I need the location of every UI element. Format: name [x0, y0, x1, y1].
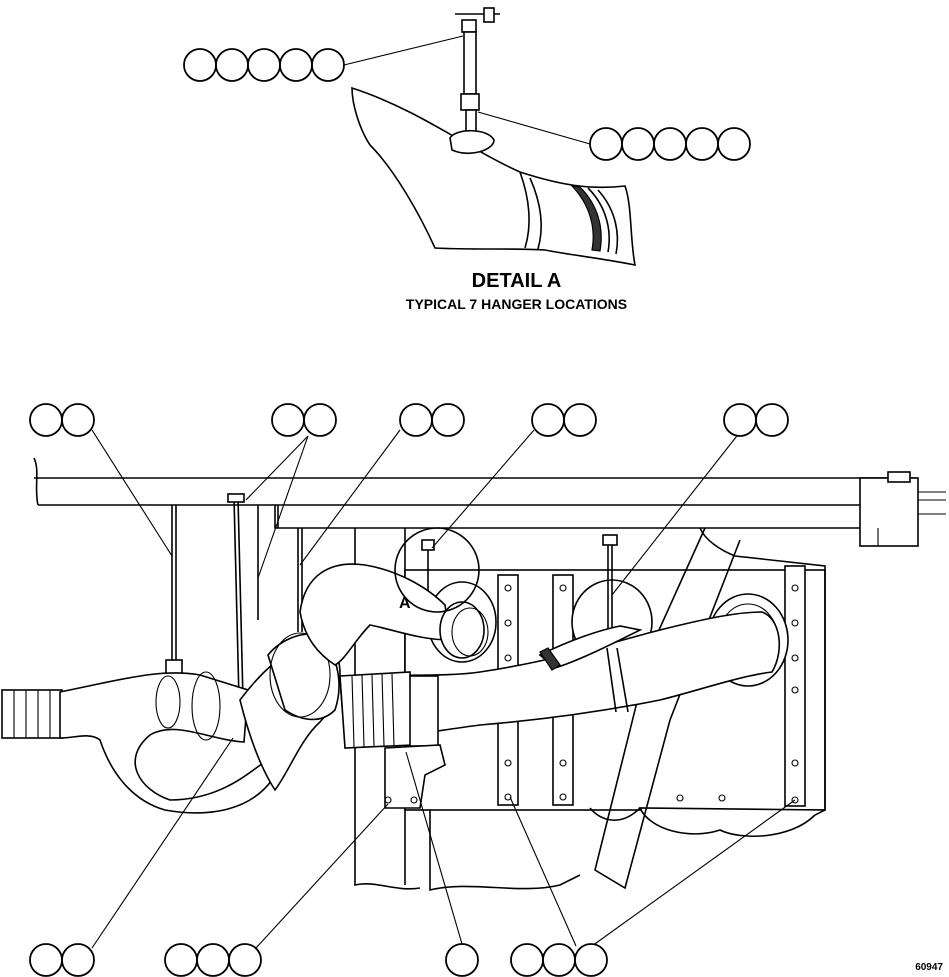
detail-hanger-top-nut	[461, 19, 477, 33]
detail-a-reference	[394, 527, 480, 613]
detail-leader-line	[343, 35, 464, 66]
detail-hanger-nut	[483, 7, 495, 23]
detail-pipe-ring	[519, 171, 530, 249]
detail-hanger-turnbuckle	[460, 93, 480, 111]
detail-hanger-clamp	[449, 129, 495, 155]
figure-number: 60947	[915, 962, 943, 973]
callout-bubbles-top	[29, 403, 789, 437]
callout-bubbles-detail-right	[589, 127, 751, 161]
detail-subtitle: TYPICAL 7 HANGER LOCATIONS	[405, 296, 628, 312]
detail-title: DETAIL A	[471, 270, 562, 292]
detail-a-callout-letter: A	[399, 595, 411, 612]
detail-pipe-body	[351, 86, 637, 267]
frame-rail	[33, 457, 946, 547]
detail-pipe-ring	[529, 177, 543, 250]
detail-leader-line	[477, 111, 591, 145]
detail-pipe-band	[570, 185, 602, 252]
callout-bubbles-bottom	[29, 943, 608, 977]
leader-lines	[91, 429, 796, 949]
callout-bubbles-detail-left	[183, 48, 345, 82]
detail-a-illustration	[343, 7, 637, 267]
detail-pipe-ring	[597, 189, 619, 255]
detail-pipe-ring	[587, 187, 610, 253]
exhaust-pipe	[1, 563, 780, 814]
detail-hanger-rod	[463, 31, 477, 95]
